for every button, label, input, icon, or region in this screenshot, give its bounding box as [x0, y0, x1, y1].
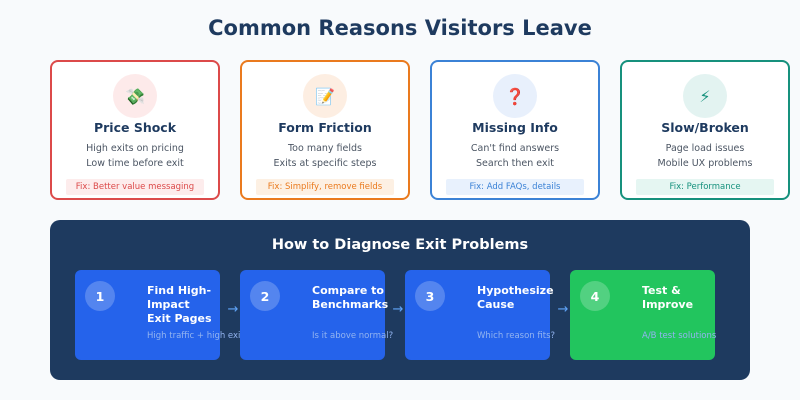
arrow-icon: → [557, 302, 569, 317]
form-icon: 📝 [303, 74, 347, 118]
fix-badge: Fix: Better value messaging [66, 179, 204, 195]
step-desc: High traffic + high exit [147, 331, 244, 341]
step-number: 3 [415, 281, 445, 311]
step-desc: Is it above normal? [312, 331, 394, 341]
fix-badge: Fix: Add FAQs, details [446, 179, 584, 195]
reason-title: Price Shock [93, 120, 177, 135]
arrow-icon: → [227, 302, 239, 317]
reason-detail: Too many fields [287, 143, 363, 154]
step-4: 4 Test & Improve A/B test solutions [570, 270, 717, 360]
step-title: Find High-Impact Exit Pages [147, 284, 212, 325]
step-desc: A/B test solutions [642, 331, 717, 341]
reason-detail: Exits at specific steps [273, 158, 377, 169]
diagnose-title: How to Diagnose Exit Problems [271, 237, 529, 253]
reason-card-form-friction: 📝 Form Friction Too many fields Exits at… [240, 60, 410, 200]
reason-card-price-shock: 💸 Price Shock High exits on pricing Low … [50, 60, 220, 200]
money-icon: 💸 [113, 74, 157, 118]
step-1: 1 Find High-Impact Exit Pages High traff… [75, 270, 244, 360]
reason-title: Missing Info [472, 120, 558, 135]
question-icon: ❓ [493, 74, 537, 118]
reason-detail: Can't find answers [470, 143, 560, 154]
reason-card-missing-info: ❓ Missing Info Can't find answers Search… [430, 60, 600, 200]
step-desc: Which reason fits? [477, 331, 556, 341]
step-number: 4 [580, 281, 610, 311]
fix-badge: Fix: Simplify, remove fields [256, 179, 394, 195]
reason-card-slow-broken: ⚡ Slow/Broken Page load issues Mobile UX… [620, 60, 790, 200]
reason-detail: Mobile UX problems [657, 158, 753, 169]
page-title: Common Reasons Visitors Leave [208, 16, 592, 40]
step-title: Hypothesize Cause [477, 284, 554, 311]
diagnose-panel: How to Diagnose Exit Problems 1 Find Hig… [50, 220, 750, 380]
reason-title: Form Friction [278, 120, 372, 135]
step-2: 2 Compare to Benchmarks Is it above norm… [240, 270, 393, 360]
reason-detail: Page load issues [665, 143, 745, 154]
step-3: 3 Hypothesize Cause Which reason fits? [405, 270, 555, 360]
step-title: Test & Improve [642, 284, 694, 311]
reason-detail: Low time before exit [86, 158, 184, 169]
reason-title: Slow/Broken [661, 120, 749, 135]
step-number: 2 [250, 281, 280, 311]
arrow-icon: → [392, 302, 404, 317]
lightning-icon: ⚡ [683, 74, 727, 118]
step-title: Compare to Benchmarks [312, 284, 389, 311]
reason-detail: Search then exit [476, 158, 554, 169]
fix-badge: Fix: Performance [636, 179, 774, 195]
step-number: 1 [85, 281, 115, 311]
reason-detail: High exits on pricing [86, 143, 184, 154]
